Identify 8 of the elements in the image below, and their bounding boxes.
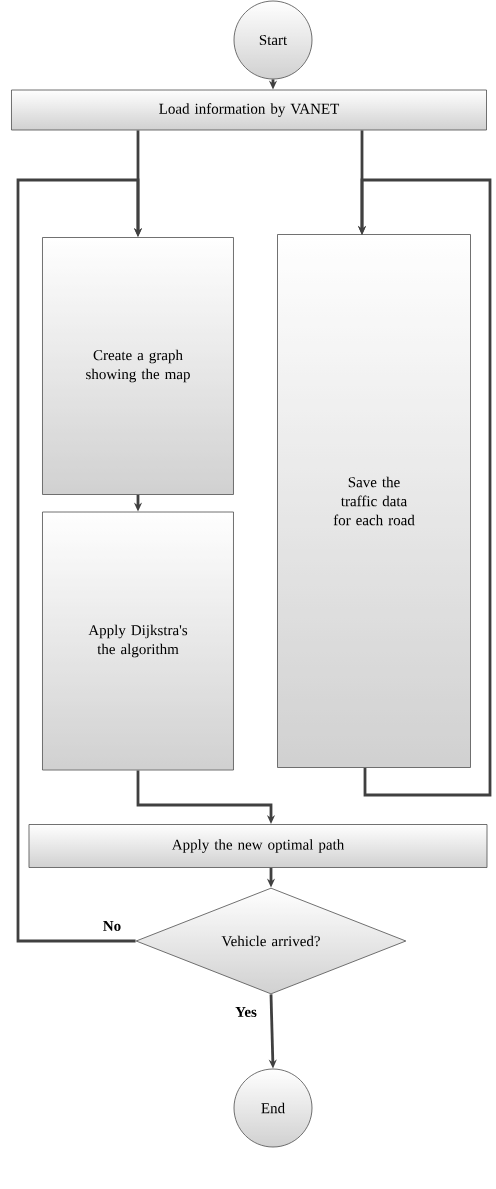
process-box: Save the traffic data for each road	[277, 234, 471, 768]
process-box: Create a graph showing the map	[42, 237, 234, 495]
edge-label: Yes	[234, 1006, 258, 1018]
edge-label: No	[101, 920, 123, 932]
process-box: Apply the new optimal path	[28, 824, 488, 868]
arrow	[16, 178, 143, 943]
process-box: Load information by VANET	[11, 89, 487, 131]
process-box: Apply Dijkstra's the algorithm	[42, 511, 234, 771]
